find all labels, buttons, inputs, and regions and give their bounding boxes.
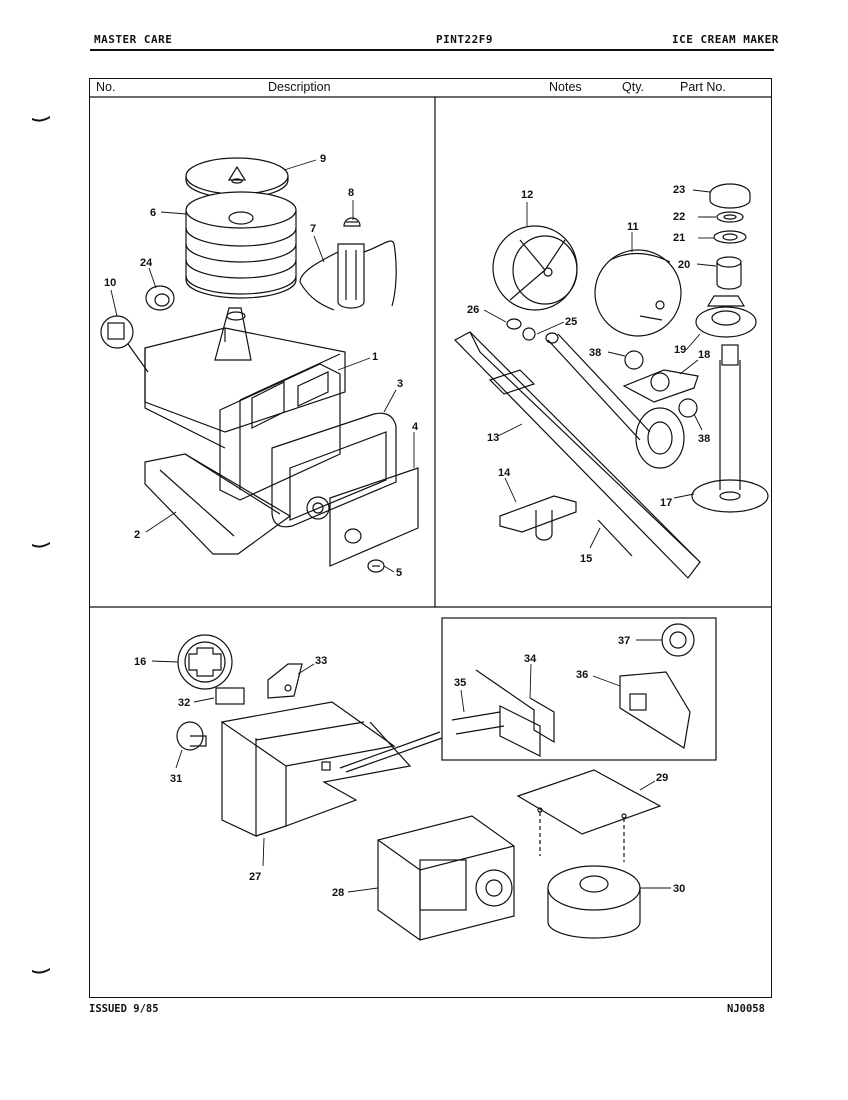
callout-label: 6: [150, 207, 156, 219]
motor-cover-part: [219, 353, 341, 501]
callout-label: 2: [134, 529, 140, 541]
large-gear-part: [695, 295, 757, 338]
callout-label: 27: [249, 871, 261, 883]
product-name: ICE CREAM MAKER: [672, 33, 779, 46]
col-qty: Qty.: [622, 80, 644, 94]
bevel-gear-part: [635, 407, 685, 469]
callout-label: 7: [310, 223, 316, 235]
gearbox-part: [271, 412, 397, 528]
callout-label: 31: [170, 773, 182, 785]
detail-circle: [100, 315, 149, 373]
inset-detail-box: [441, 617, 717, 761]
callout-label: 28: [332, 887, 344, 899]
callout-label: 23: [673, 184, 685, 196]
motor-part: [594, 249, 682, 337]
callout-label: 36: [576, 669, 588, 681]
col-part-no: Part No.: [680, 80, 726, 94]
drip-tray-part: [144, 453, 292, 555]
fan-part: [547, 865, 641, 939]
callout-label: 13: [487, 432, 499, 444]
callout-label: 8: [348, 187, 354, 199]
base-housing: [144, 307, 346, 449]
switch-dial-part: [177, 634, 233, 690]
callout-label: 21: [673, 232, 685, 244]
callout-label: 24: [140, 257, 153, 269]
screw-part: [455, 725, 505, 735]
screw-part: [367, 559, 385, 573]
callout-label: 29: [656, 772, 668, 784]
callout-label: 1: [372, 351, 378, 363]
col-description: Description: [268, 80, 331, 94]
callout-label: 11: [627, 221, 639, 233]
wire-harness: [345, 737, 443, 773]
callout-label: 4: [412, 421, 419, 433]
header-rule: [90, 49, 774, 51]
mounting-plate-part: [619, 671, 691, 749]
callout-label: 38: [698, 433, 710, 445]
model-number: PINT22F9: [436, 33, 493, 46]
pin-part: [597, 519, 633, 557]
callout-label: 26: [467, 304, 479, 316]
guide-lines: [539, 812, 625, 862]
shaft-gear-part: [691, 344, 769, 513]
mount-bracket-part: [499, 495, 577, 541]
callout-label: 17: [660, 497, 672, 509]
callout-label: 16: [134, 656, 146, 668]
callout-label: 32: [178, 697, 190, 709]
dasher-cap-part: [343, 217, 361, 227]
shield-panel-part: [516, 769, 662, 835]
diagram-code: NJ0058: [727, 1003, 765, 1015]
callout-label: 34: [524, 653, 537, 665]
callout-label: 37: [618, 635, 630, 647]
callout-label: 15: [580, 553, 592, 565]
callout-label: 20: [678, 259, 690, 271]
rail-part: [454, 331, 701, 579]
canister-part: [185, 191, 297, 299]
callout-label: 30: [673, 883, 685, 895]
nut-part: [506, 318, 522, 330]
callout-label: 18: [698, 349, 710, 361]
callout-label: 38: [589, 347, 601, 359]
washer-part: [678, 398, 698, 418]
bracket-part: [622, 369, 699, 403]
washer-part: [624, 350, 644, 370]
screw-part: [451, 711, 501, 721]
callout-label: 19: [674, 344, 686, 356]
switch-bracket-part: [475, 669, 555, 757]
callout-label: 25: [565, 316, 577, 328]
callout-label: 35: [454, 677, 466, 689]
fan-hub-part: [661, 623, 695, 657]
dasher-part: [299, 240, 397, 311]
callout-label: 3: [397, 378, 403, 390]
diagram-frame: [89, 78, 772, 998]
callout-label: 10: [104, 277, 116, 289]
lever-part: [267, 663, 303, 699]
issued-date: ISSUED 9/85: [89, 1003, 159, 1015]
callout-label: 14: [498, 467, 511, 479]
connector-part: [215, 687, 245, 705]
fan-motor-part: [377, 815, 515, 941]
col-notes: Notes: [549, 80, 582, 94]
callout-label: 9: [320, 153, 326, 165]
callout-label: 5: [396, 567, 402, 579]
knob-part: [145, 285, 175, 311]
worm-shaft-part: [545, 332, 651, 441]
col-no: No.: [96, 80, 116, 94]
bushing-part: [522, 327, 536, 341]
bearing-stack: [709, 183, 751, 290]
callout-label: 22: [673, 211, 685, 223]
scan-marks: [32, 116, 50, 974]
drum-part: [492, 225, 578, 311]
brand-name: MASTER CARE: [94, 33, 173, 46]
callout-label: 33: [315, 655, 327, 667]
callout-label: 12: [521, 189, 533, 201]
cover-plate-part: [329, 467, 419, 567]
wire-harness: [339, 731, 441, 769]
chassis-part: [220, 701, 412, 837]
thermostat-part: [176, 721, 207, 751]
